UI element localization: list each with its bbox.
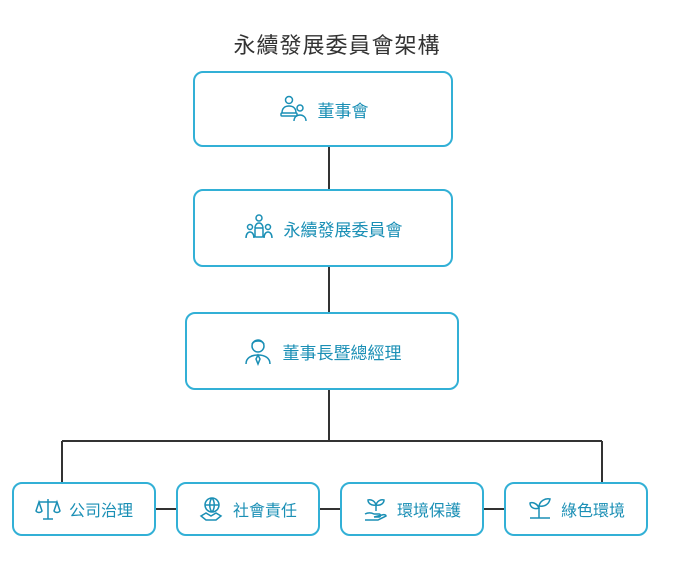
board-meeting-icon (278, 94, 308, 124)
node-committee-label: 永續發展委員會 (283, 220, 403, 241)
node-committee: 永續發展委員會 (193, 189, 453, 267)
node-ceo-label: 董事長暨總經理 (282, 343, 402, 364)
team-group-icon (244, 213, 274, 243)
node-ceo: 董事長暨總經理 (185, 312, 459, 390)
diagram-title: 永續發展委員會架構 (233, 34, 441, 59)
node-governance-label: 公司治理 (68, 501, 133, 520)
node-social: 社會責任 (176, 482, 320, 536)
sprout-icon (527, 496, 553, 522)
balance-scale-icon (35, 496, 61, 522)
node-board: 董事會 (193, 71, 453, 147)
node-environment-label: 環境保護 (396, 501, 461, 520)
node-green-label: 綠色環境 (560, 501, 625, 520)
businessman-icon (243, 336, 273, 366)
node-social-label: 社會責任 (232, 501, 297, 520)
node-governance: 公司治理 (12, 482, 156, 536)
node-board-label: 董事會 (317, 101, 369, 122)
node-environment: 環境保護 (340, 482, 484, 536)
node-green: 綠色環境 (504, 482, 648, 536)
hand-plant-icon (363, 496, 389, 522)
handshake-globe-icon (199, 496, 225, 522)
